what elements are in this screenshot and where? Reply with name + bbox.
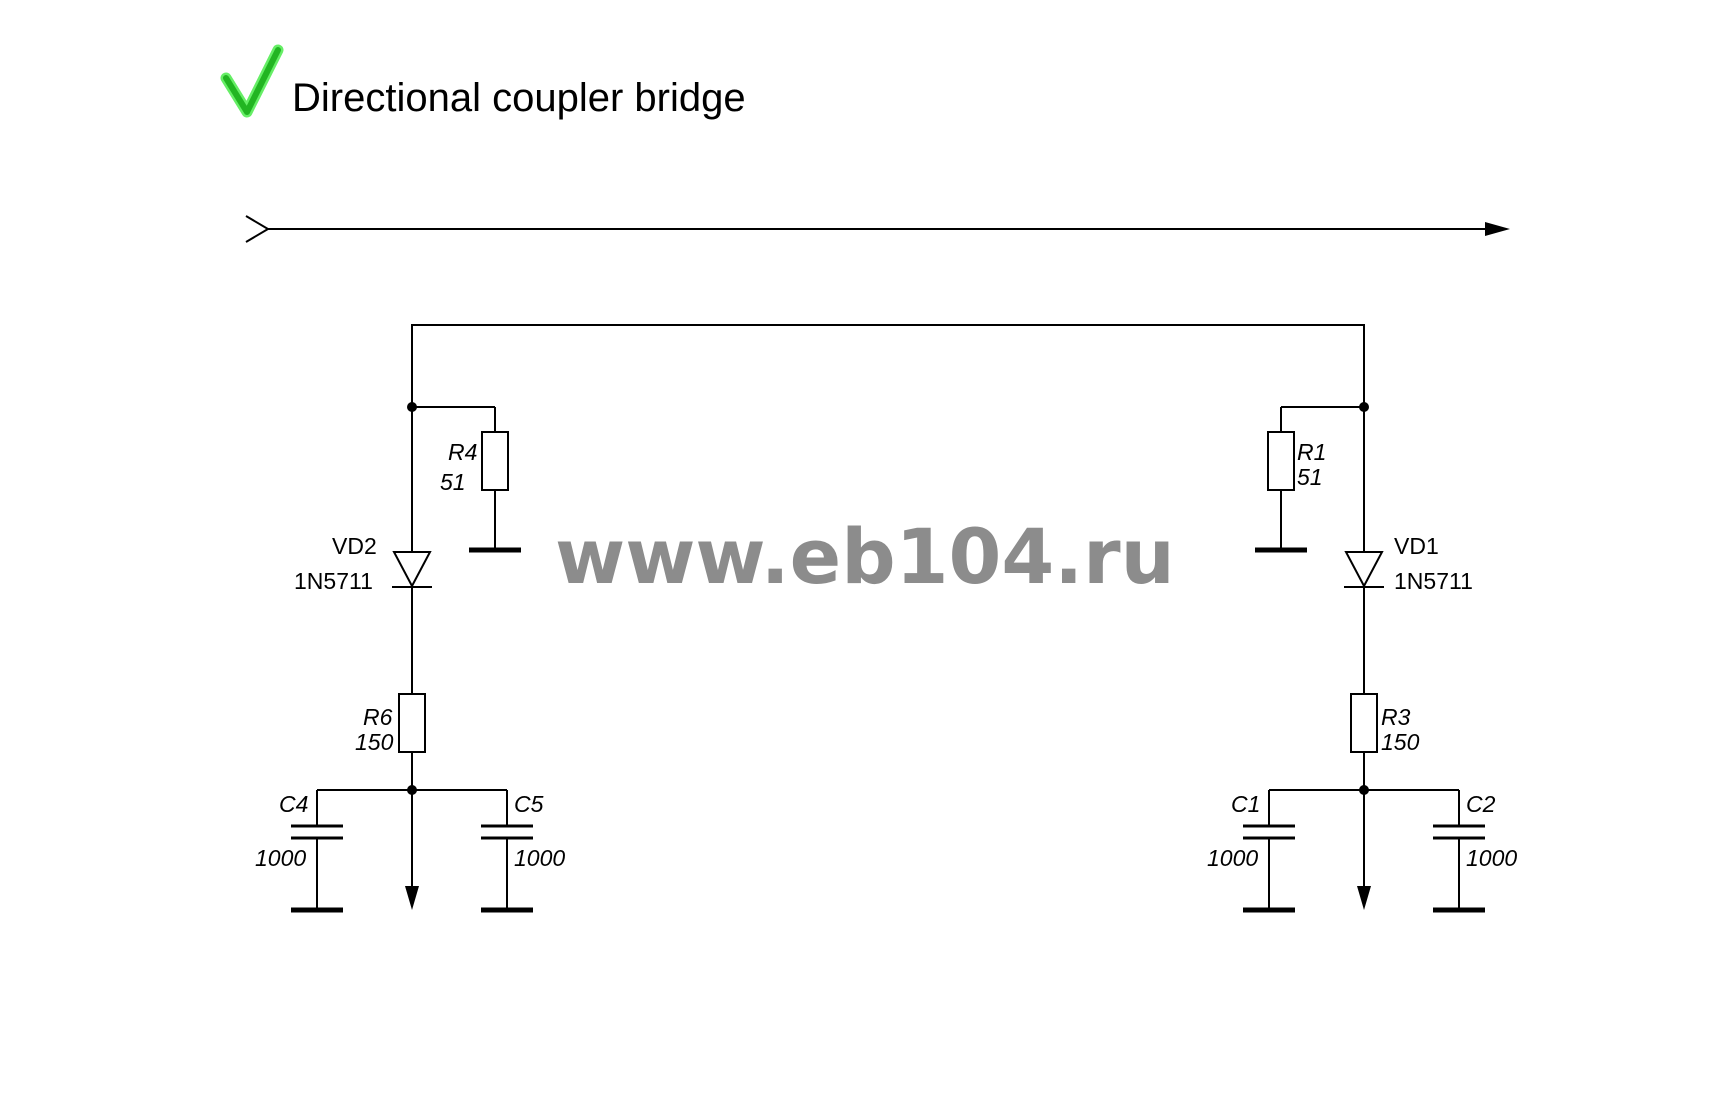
r3-value: 150 — [1381, 729, 1420, 755]
left-branch: R4 51 VD2 1N5711 R6 150 C4 1000 C5 — [255, 402, 565, 913]
line-arrowhead-icon — [1485, 222, 1510, 236]
r3-ref: R3 — [1381, 704, 1411, 730]
c2-ref: C2 — [1466, 791, 1496, 817]
vd1-ref: VD1 — [1394, 533, 1439, 559]
c1-ref: C1 — [1231, 791, 1260, 817]
c2-value: 1000 — [1466, 845, 1517, 871]
resistor-r6 — [398, 693, 426, 753]
c5-value: 1000 — [514, 845, 565, 871]
right-branch: R1 51 VD1 1N5711 R3 150 C1 1000 C2 — [1207, 402, 1517, 913]
r6-ref: R6 — [363, 704, 393, 730]
vd2-ref: VD2 — [332, 533, 377, 559]
watermark: www.eb104.ru — [555, 512, 1175, 601]
resistor-r4 — [481, 431, 509, 491]
diagram-title: Directional coupler bridge — [292, 76, 746, 120]
resistor-r1 — [1267, 431, 1295, 491]
check-mark-icon — [220, 44, 284, 118]
vd2-value: 1N5711 — [294, 568, 373, 594]
r6-value: 150 — [355, 729, 394, 755]
diode-vd1 — [1344, 551, 1384, 589]
diode-vd2 — [392, 551, 432, 589]
c4-value: 1000 — [255, 845, 306, 871]
output-arrow-icon — [1357, 886, 1371, 910]
r1-ref: R1 — [1297, 439, 1326, 465]
vd1-value: 1N5711 — [1394, 568, 1473, 594]
r1-value: 51 — [1297, 464, 1323, 490]
c5-ref: C5 — [514, 791, 544, 817]
r4-ref: R4 — [448, 439, 477, 465]
main-line — [245, 215, 1510, 243]
c4-ref: C4 — [279, 791, 308, 817]
r4-value: 51 — [440, 469, 466, 495]
c1-value: 1000 — [1207, 845, 1258, 871]
resistor-r3 — [1350, 693, 1378, 753]
coupling-loop-wire — [411, 324, 1365, 407]
output-arrow-icon — [405, 886, 419, 910]
